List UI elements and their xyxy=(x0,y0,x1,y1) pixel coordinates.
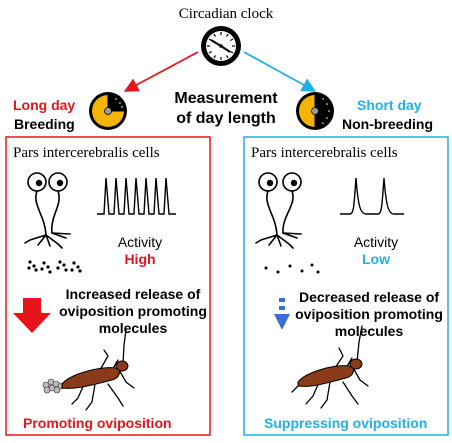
measurement-line-2: of day length xyxy=(176,110,276,127)
insect-icon xyxy=(42,329,135,411)
left-panel-title: Pars intercerebralis cells xyxy=(13,145,160,161)
left-release-line-2: oviposition promoting xyxy=(59,303,207,319)
left-outcome: Promoting oviposition xyxy=(23,415,172,431)
right-panel-title: Pars intercerebralis cells xyxy=(251,145,398,161)
short-day-label: Short day xyxy=(357,97,422,113)
left-release-line-1: Increased release of xyxy=(65,286,201,302)
measurement-label: Measurement of day length xyxy=(150,89,302,129)
long-day-arrow xyxy=(123,51,199,92)
long-day-dial-icon xyxy=(89,92,127,130)
neuron-icon xyxy=(255,172,302,249)
spike-train-icon xyxy=(340,177,404,215)
secreted-molecules-right xyxy=(264,263,320,274)
left-activity-value: High xyxy=(124,251,156,267)
diagram-title: Circadian clock xyxy=(178,6,274,22)
right-release-line-2: oviposition promoting xyxy=(295,306,443,322)
short-day-dial-icon xyxy=(296,92,334,130)
right-outcome: Suppressing oviposition xyxy=(264,415,428,431)
secreted-molecules-left xyxy=(27,260,82,274)
left-release-text: Increased release of oviposition promoti… xyxy=(58,286,208,337)
breeding-label: Breeding xyxy=(14,116,75,132)
clock-icon xyxy=(201,26,241,66)
left-release-line-3: molecules xyxy=(98,320,168,336)
right-panel xyxy=(243,136,449,436)
long-day-label: Long day xyxy=(13,97,76,113)
right-release-line-1: Decreased release of xyxy=(298,289,440,305)
left-panel xyxy=(5,136,211,436)
decrease-arrow xyxy=(274,298,290,330)
short-day-arrow xyxy=(243,51,317,92)
measurement-line-1: Measurement xyxy=(174,90,278,107)
non-breeding-label: Non-breeding xyxy=(342,116,433,132)
right-release-text: Decreased release of oviposition promoti… xyxy=(294,289,444,340)
right-release-line-3: molecules xyxy=(334,323,404,339)
insect-icon xyxy=(291,325,369,409)
neuron-icon xyxy=(24,172,71,249)
spike-train-icon xyxy=(97,177,176,215)
increase-arrow xyxy=(13,298,51,333)
left-activity-label: Activity xyxy=(117,234,163,250)
right-activity-value: Low xyxy=(362,251,390,267)
right-activity-label: Activity xyxy=(353,234,399,250)
